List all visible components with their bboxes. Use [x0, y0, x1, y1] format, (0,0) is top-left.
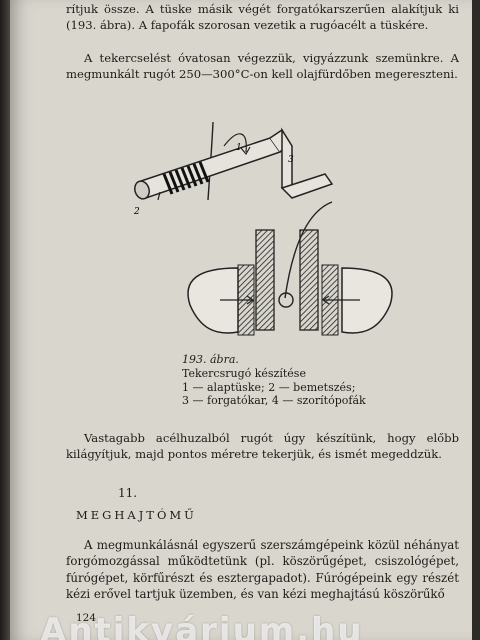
- section-title: MEGHAJTÓMŰ: [76, 508, 197, 522]
- figure-label-2: 2: [133, 207, 140, 217]
- figure-label-1: 1: [236, 143, 242, 153]
- figure-label-3: 3: [288, 155, 294, 165]
- figure-caption: 193. ábra. Tekercsrugó készítése 1 — ala…: [182, 353, 432, 408]
- figure-number: 193. ábra.: [182, 353, 239, 366]
- paragraph-4: A megmunkálásnál egyszerű szerszámgépein…: [66, 538, 459, 601]
- figure-193-illustration: 1 2 3: [133, 121, 393, 336]
- page-gutter-shadow: [0, 0, 10, 640]
- figure-title: Tekercsrugó készítése: [182, 366, 306, 380]
- watermark: Antikvárium.hu: [40, 611, 364, 640]
- book-page: rítjuk össze. A tüske másik végét forgat…: [10, 0, 472, 640]
- paragraph-3: Vastagabb acélhuzalból rugót úgy készítü…: [66, 431, 459, 461]
- figure-legend-line-1: 1 — alaptüske; 2 — bemetszés;: [182, 380, 356, 394]
- figure-legend-line-2: 3 — forgatókar, 4 — szorítópofák: [182, 394, 366, 408]
- section-number: 11.: [118, 486, 138, 500]
- paragraph-1: rítjuk össze. A tüske másik végét forgat…: [66, 2, 459, 32]
- page-number: 124: [76, 612, 97, 624]
- paragraph-2: A tekercselést óvatosan végezzük, vigyáz…: [66, 51, 459, 81]
